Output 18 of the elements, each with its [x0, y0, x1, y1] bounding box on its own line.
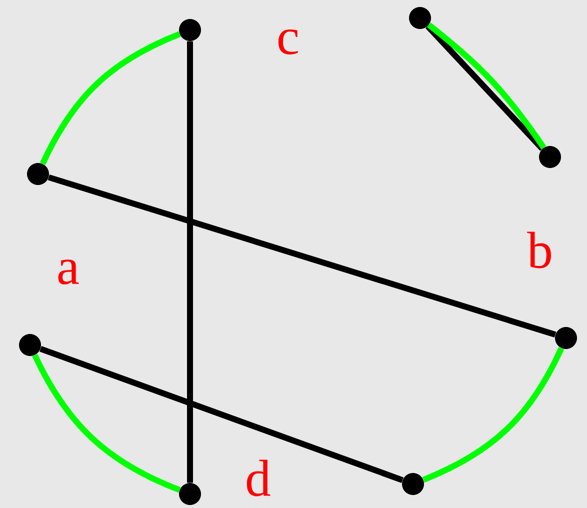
arc-line — [32, 354, 181, 493]
chord-line — [48, 174, 556, 338]
point-dot — [179, 19, 201, 41]
point-dot — [539, 146, 561, 168]
point-dot — [179, 483, 201, 505]
region-letter: d — [246, 460, 270, 496]
region-letter: c — [278, 30, 298, 54]
point-dot — [19, 334, 41, 356]
point-dot — [27, 163, 49, 185]
region-letter: b — [527, 232, 551, 268]
region-letter: a — [58, 260, 79, 284]
chord-line — [40, 346, 404, 483]
arc-line — [40, 31, 181, 166]
arc-line — [422, 346, 564, 483]
point-dot — [402, 473, 424, 495]
point-dot — [555, 327, 577, 349]
chord-line — [187, 41, 193, 483]
point-dot — [409, 7, 431, 29]
